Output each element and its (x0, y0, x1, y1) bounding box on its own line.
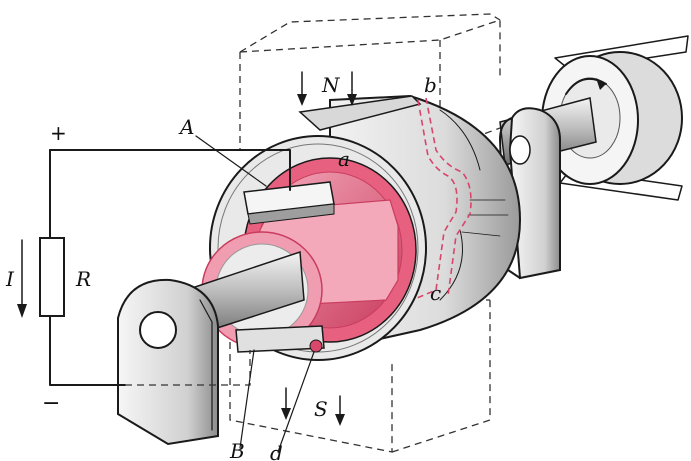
leader-A (195, 135, 267, 187)
arrow-down-icon (335, 395, 345, 426)
external-circuit (49, 149, 291, 386)
curved-arrow-icon (565, 77, 607, 95)
arrow-down-icon (347, 71, 357, 106)
right-bearing (499, 107, 561, 280)
label-d: d (270, 441, 283, 461)
arrow-down-icon (297, 71, 307, 106)
label-B: B (229, 439, 245, 461)
label-b: b (424, 73, 437, 97)
leader-d (277, 351, 315, 453)
label-minus: − (42, 391, 60, 416)
label-I: I (5, 267, 15, 291)
label-a: a (338, 147, 350, 171)
leader-B (239, 349, 255, 449)
label-A: A (178, 115, 194, 139)
brush-top (243, 181, 335, 225)
arrow-down-icon (281, 387, 291, 420)
brush-bottom (235, 325, 325, 353)
left-bearing (117, 278, 219, 446)
label-R: R (75, 267, 91, 291)
terminal-d (309, 339, 323, 353)
label-S: S (314, 397, 328, 421)
label-c: c (430, 281, 441, 305)
armature-winding (359, 99, 458, 323)
resistor (39, 237, 65, 317)
label-plus: + (50, 121, 67, 145)
label-N: N (321, 73, 341, 97)
arrow-down-icon (17, 239, 27, 318)
